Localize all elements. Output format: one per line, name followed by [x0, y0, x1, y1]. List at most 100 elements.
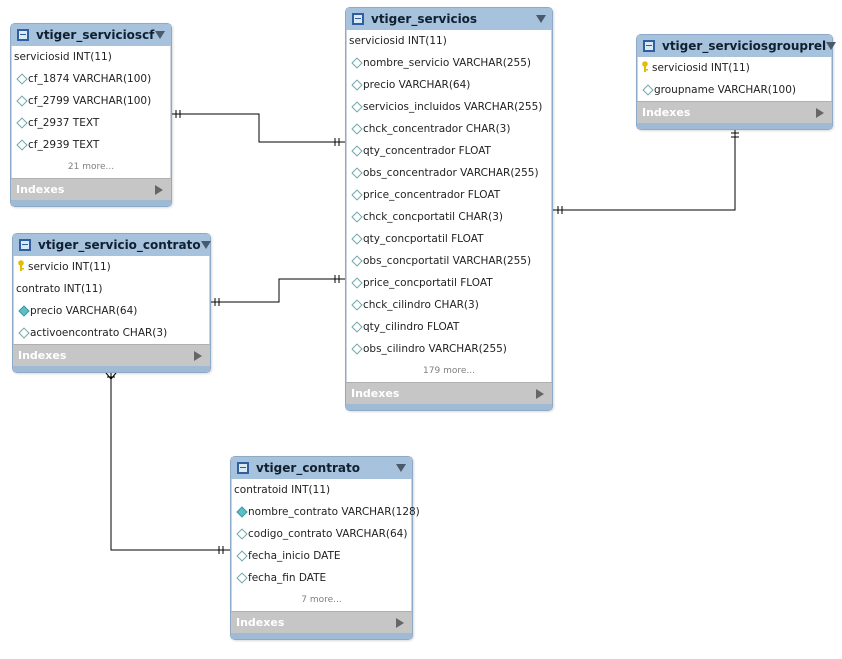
column-label: obs_cilindro VARCHAR(255)	[363, 343, 507, 355]
table-header[interactable]: vtiger_servicio_contrato	[13, 234, 211, 256]
open-diamond-icon	[351, 145, 363, 157]
column-row[interactable]: codigo_contrato VARCHAR(64)	[232, 523, 411, 545]
indexes-label: Indexes	[18, 349, 67, 362]
column-row[interactable]: price_concportatil FLOAT	[347, 272, 551, 294]
column-label: obs_concportatil VARCHAR(255)	[363, 255, 532, 267]
column-row[interactable]: qty_concportatil FLOAT	[347, 228, 551, 250]
column-row[interactable]: obs_concentrador VARCHAR(255)	[347, 162, 551, 184]
indexes-bar[interactable]: Indexes	[13, 344, 210, 366]
collapse-triangle-icon[interactable]	[536, 15, 546, 23]
more-columns-label[interactable]: 179 more...	[423, 366, 475, 376]
column-list: serviciosid INT(11) nombre_servicio VARCH…	[346, 30, 552, 382]
column-label: cf_2937 TEXT	[28, 117, 100, 129]
column-row[interactable]: precio VARCHAR(64)	[347, 74, 551, 96]
column-row[interactable]: cf_2939 TEXT	[12, 134, 170, 156]
column-label: fecha_inicio DATE	[248, 550, 341, 562]
column-row[interactable]: qty_concentrador FLOAT	[347, 140, 551, 162]
column-row[interactable]: servicios_incluidos VARCHAR(255)	[347, 96, 551, 118]
column-label: codigo_contrato VARCHAR(64)	[248, 528, 408, 540]
collapse-triangle-icon[interactable]	[155, 31, 165, 39]
column-label: qty_concportatil FLOAT	[363, 233, 484, 245]
column-row[interactable]: fecha_inicio DATE	[232, 545, 411, 567]
column-row[interactable]: serviciosid INT(11)	[347, 30, 551, 52]
column-row[interactable]: serviciosid INT(11)	[638, 57, 831, 79]
indexes-label: Indexes	[16, 183, 65, 196]
indexes-bar[interactable]: Indexes	[231, 611, 412, 633]
table-name: vtiger_servicios	[371, 12, 478, 26]
table-header[interactable]: vtiger_servicioscf	[11, 24, 171, 46]
column-label: cf_1874 VARCHAR(100)	[28, 73, 152, 85]
column-list: servicio INT(11)contrato INT(11)precio V…	[13, 256, 210, 344]
open-diamond-icon	[351, 299, 363, 311]
column-row[interactable]: contratoid INT(11)	[232, 479, 411, 501]
open-diamond-icon	[351, 211, 363, 223]
indexes-bar[interactable]: Indexes	[11, 178, 171, 200]
collapse-triangle-icon[interactable]	[396, 464, 406, 472]
table-header[interactable]: vtiger_serviciosgrouprel	[637, 35, 837, 57]
indexes-bar[interactable]: Indexes	[346, 382, 552, 404]
table-servicio-contrato[interactable]: vtiger_servicio_contrato servicio INT(11…	[12, 233, 211, 373]
relation-servicio-contrato-servicios	[211, 278, 345, 303]
column-row[interactable]: cf_2799 VARCHAR(100)	[12, 90, 170, 112]
open-diamond-icon	[351, 101, 363, 113]
indexes-label: Indexes	[351, 387, 400, 400]
open-diamond-icon	[351, 255, 363, 267]
more-columns-label[interactable]: 21 more...	[67, 162, 115, 172]
column-row[interactable]: nombre_contrato VARCHAR(128)	[232, 501, 420, 523]
column-row[interactable]: cf_1874 VARCHAR(100)	[12, 68, 170, 90]
indexes-bar[interactable]: Indexes	[637, 101, 832, 123]
table-name: vtiger_servicio_contrato	[38, 238, 201, 252]
open-diamond-icon	[16, 95, 28, 107]
column-label: nombre_servicio VARCHAR(255)	[363, 57, 532, 69]
collapse-triangle-icon[interactable]	[826, 42, 837, 50]
more-columns-label[interactable]: 7 more...	[301, 595, 342, 605]
column-row[interactable]: qty_cilindro FLOAT	[347, 316, 551, 338]
column-row[interactable]: obs_cilindro VARCHAR(255)	[347, 338, 551, 360]
column-label: chck_concportatil CHAR(3)	[363, 211, 503, 223]
column-list: serviciosid INT(11) cf_1874 VARCHAR(100) c…	[11, 46, 171, 178]
column-row[interactable]: cf_2937 TEXT	[12, 112, 170, 134]
table-name: vtiger_servicioscf	[36, 28, 155, 42]
open-diamond-icon	[18, 327, 30, 339]
column-row[interactable]: chck_cilindro CHAR(3)	[347, 294, 551, 316]
indexes-expand-icon[interactable]	[536, 388, 544, 399]
open-diamond-icon	[351, 343, 363, 355]
column-label: price_concportatil FLOAT	[363, 277, 493, 289]
indexes-expand-icon[interactable]	[194, 350, 202, 361]
column-row[interactable]: fecha_fin DATE	[232, 567, 411, 589]
table-servicios[interactable]: vtiger_servicios serviciosid INT(11) nomb…	[345, 7, 553, 411]
column-label: activoencontrato CHAR(3)	[30, 327, 168, 339]
column-row[interactable]: chck_concentrador CHAR(3)	[347, 118, 551, 140]
column-row[interactable]: groupname VARCHAR(100)	[638, 79, 831, 101]
open-diamond-icon	[236, 528, 248, 540]
column-label: servicios_incluidos VARCHAR(255)	[363, 101, 543, 113]
indexes-expand-icon[interactable]	[396, 617, 404, 628]
column-row[interactable]: precio VARCHAR(64)	[14, 300, 209, 322]
column-label: contratoid INT(11)	[234, 484, 331, 496]
column-row[interactable]: nombre_servicio VARCHAR(255)	[347, 52, 551, 74]
key-icon	[641, 60, 649, 76]
indexes-expand-icon[interactable]	[816, 107, 824, 118]
indexes-expand-icon[interactable]	[155, 184, 163, 195]
column-row[interactable]: price_concentrador FLOAT	[347, 184, 551, 206]
column-row[interactable]: serviciosid INT(11)	[12, 46, 170, 68]
column-label: nombre_contrato VARCHAR(128)	[248, 506, 420, 518]
table-contrato[interactable]: vtiger_contrato contratoid INT(11) nombre…	[230, 456, 420, 640]
table-servicioscf[interactable]: vtiger_servicioscf serviciosid INT(11) cf…	[10, 23, 172, 207]
column-row[interactable]: activoencontrato CHAR(3)	[14, 322, 209, 344]
column-row[interactable]: servicio INT(11)	[14, 256, 209, 278]
table-header[interactable]: vtiger_contrato	[231, 457, 412, 479]
key-icon	[17, 259, 25, 275]
column-list: contratoid INT(11) nombre_contrato VARCHA…	[231, 479, 420, 611]
column-row[interactable]: contrato INT(11)	[14, 278, 209, 300]
column-label: chck_concentrador CHAR(3)	[363, 123, 511, 135]
table-serviciosgrouprel[interactable]: vtiger_serviciosgrouprel serviciosid INT…	[636, 34, 837, 130]
column-label: chck_cilindro CHAR(3)	[363, 299, 479, 311]
column-row[interactable]: chck_concportatil CHAR(3)	[347, 206, 551, 228]
open-diamond-icon	[16, 139, 28, 151]
open-diamond-icon	[236, 572, 248, 584]
column-row[interactable]: obs_concportatil VARCHAR(255)	[347, 250, 551, 272]
table-header[interactable]: vtiger_servicios	[346, 8, 552, 30]
collapse-triangle-icon[interactable]	[200, 241, 211, 249]
